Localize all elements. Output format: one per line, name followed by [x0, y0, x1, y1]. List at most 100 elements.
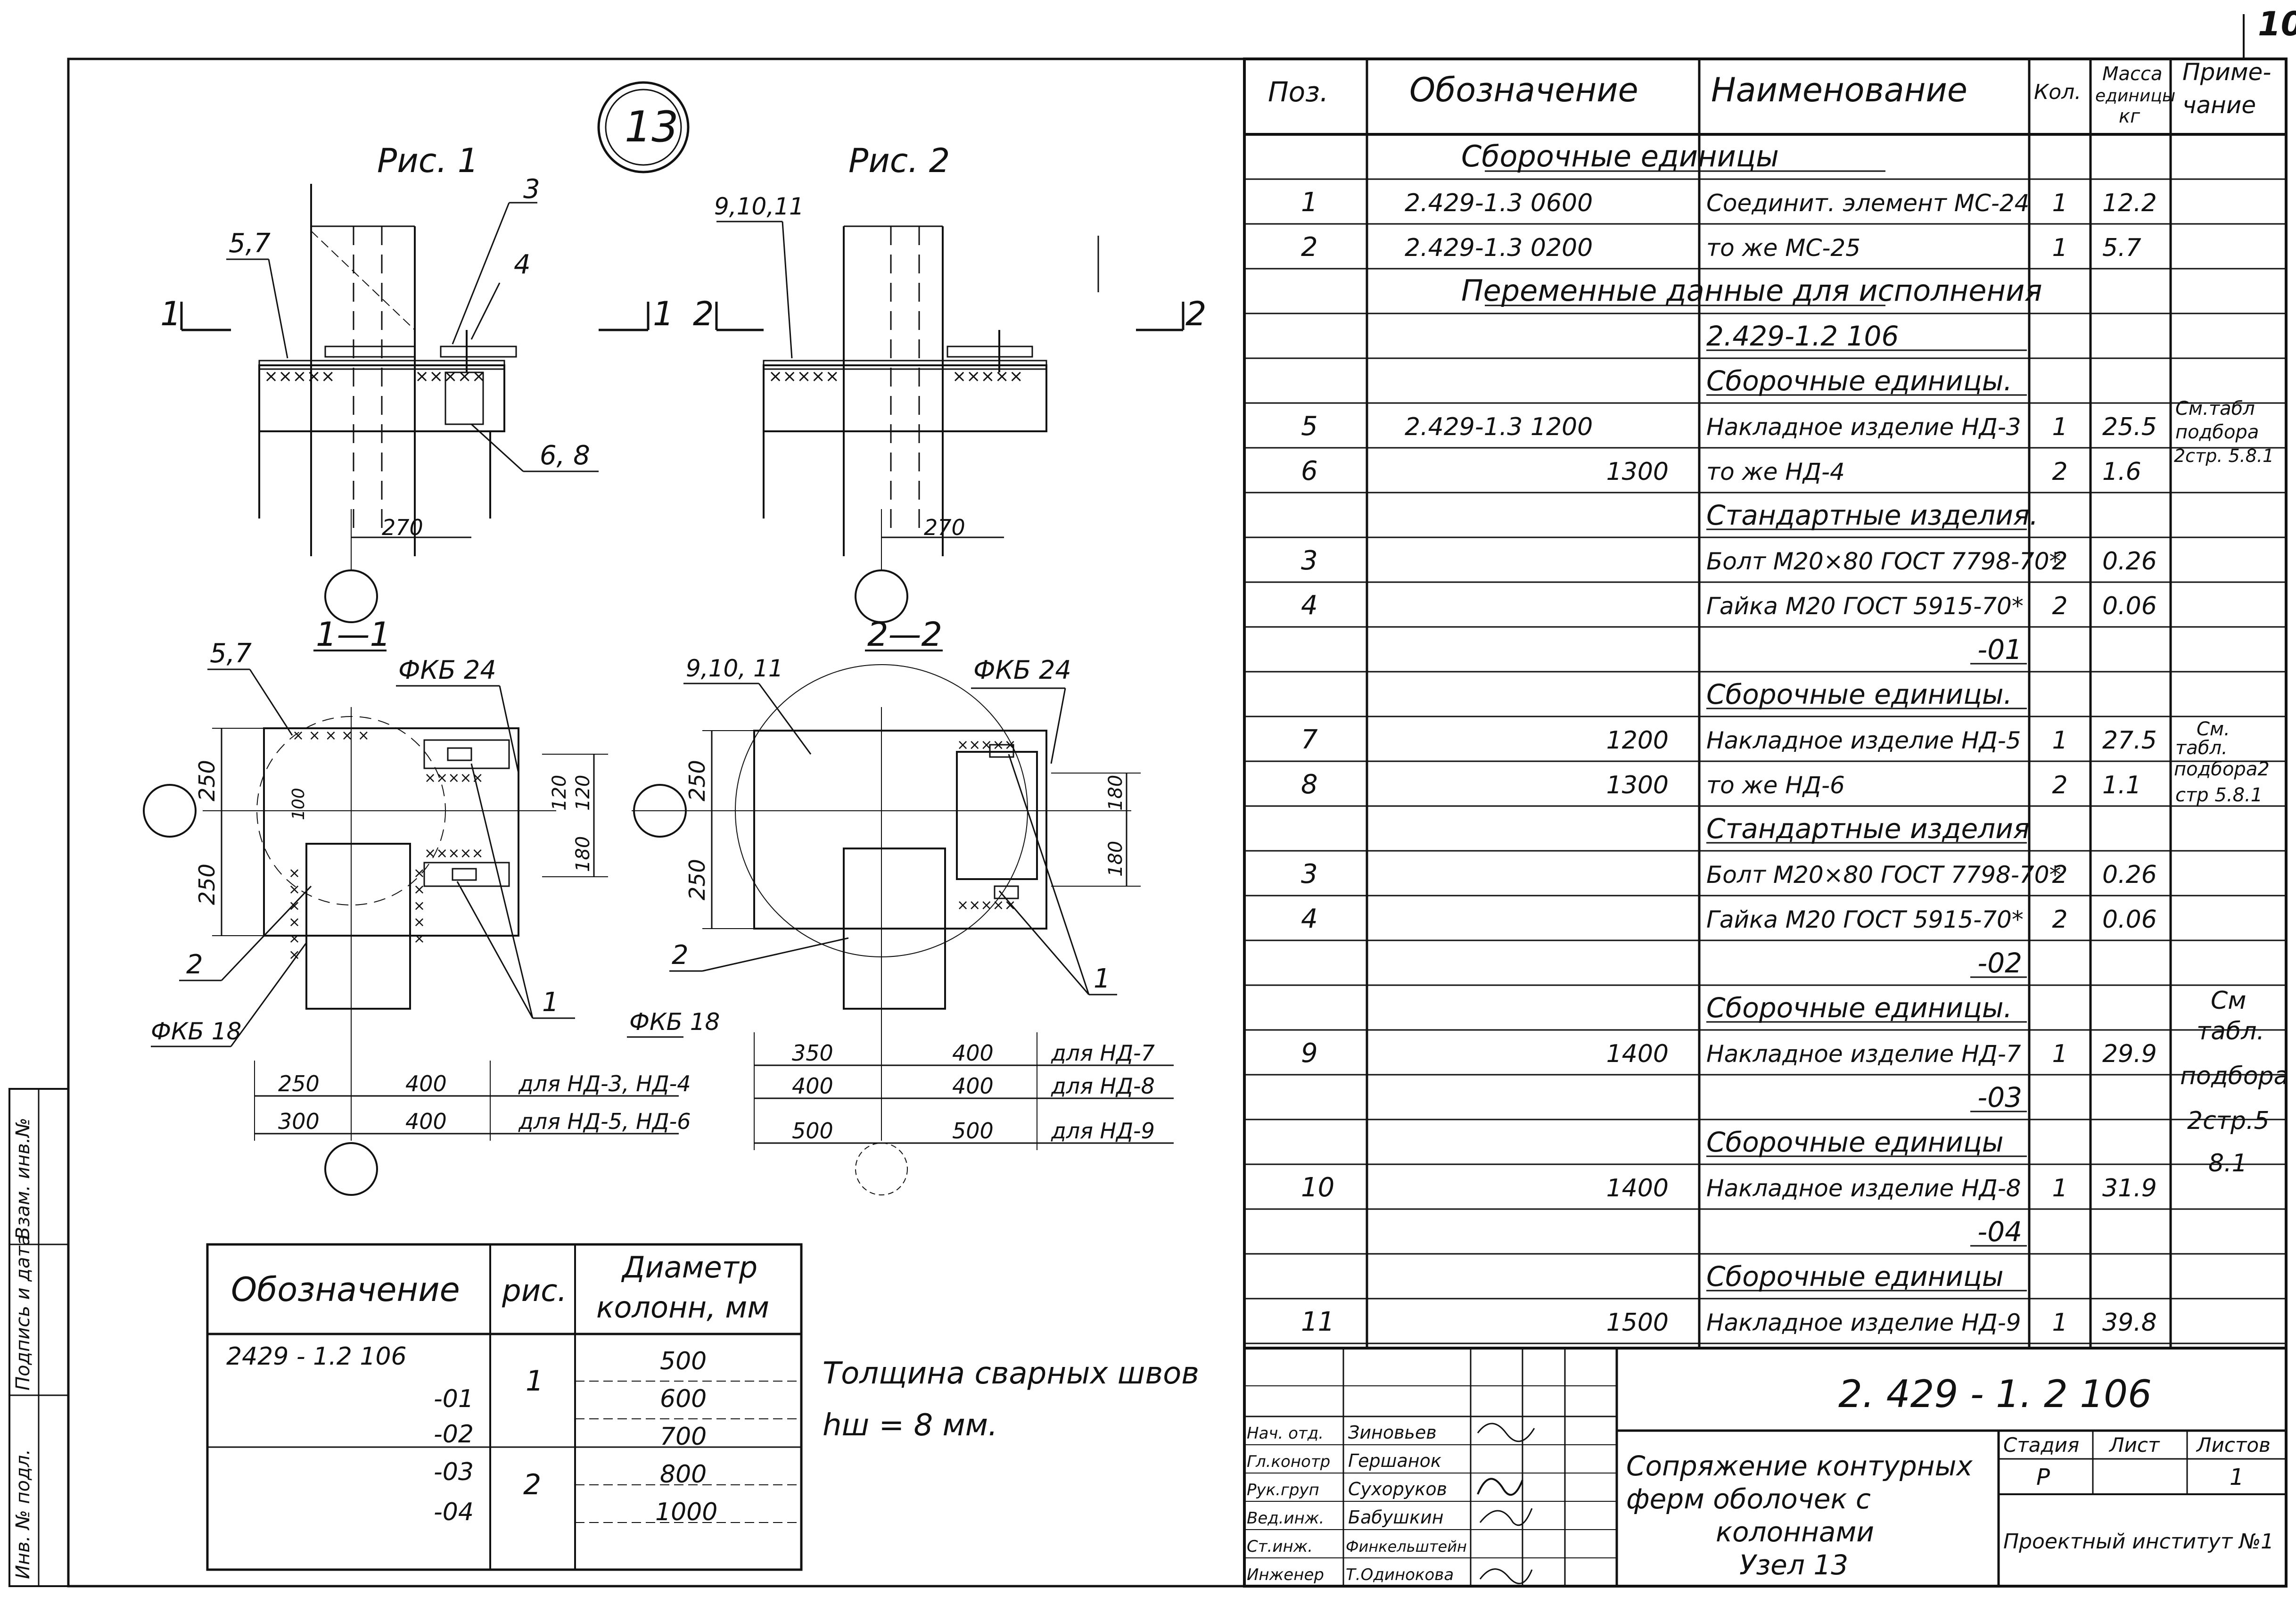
spec-row-pos: 4: [1301, 590, 1318, 621]
spec-row-name: Болт М20×80 ГОСТ 7798-70*: [1706, 548, 2061, 575]
spec-row-designation: 2.429-1.3 1200: [1405, 413, 1593, 441]
drawing-label: 500: [952, 1118, 994, 1144]
vt-row-4-designation: -04: [434, 1498, 474, 1526]
figure-1: Рис. 1 ××××× ××××× 270 5,7 3 4: [160, 141, 674, 623]
strip-replaces-inv: Взам. инв.№: [12, 1118, 34, 1240]
drawing-label: 2стр.5: [2187, 1107, 2270, 1135]
drawing-label: для НД-7: [1051, 1040, 1155, 1066]
drawing-label: 120: [572, 775, 594, 811]
drawing-label: × × × × ×: [292, 727, 370, 744]
spec-row-mass: 0.26: [2102, 861, 2157, 889]
spec-row-section-title: Сборочные единицы.: [1706, 992, 2012, 1024]
spec-row-mass: 29.9: [2102, 1040, 2157, 1068]
drawing-label: ×××××: [768, 367, 839, 386]
spec-row-qty: 1: [2052, 413, 2067, 441]
spec-header-pos: Поз.: [1268, 76, 1328, 108]
drawing-label: × × × × ×: [411, 867, 428, 945]
tb-title-0: Сопряжение контурных: [1626, 1450, 1973, 1482]
spec-row-pos: 9: [1301, 1038, 1318, 1069]
drawing-label: подбора: [2180, 1062, 2289, 1090]
drawing-label: ФКБ 24: [398, 655, 496, 685]
drawing-label: 180: [1105, 841, 1127, 877]
spec-row-name: Накладное изделие НД-3: [1706, 413, 2021, 441]
spec-row-qty: 1: [2052, 234, 2067, 262]
tb-sheets-header: Листов: [2196, 1433, 2271, 1457]
drawing-label: 2: [672, 940, 689, 971]
spec-row-mass: 1.1: [2102, 771, 2141, 799]
spec-row-pos: 2: [1301, 232, 1318, 263]
drawing-label: 250: [194, 760, 220, 801]
spec-row-mass: 39.8: [2102, 1309, 2157, 1337]
spec-row-mass: 31.9: [2102, 1174, 2157, 1202]
drawing-label: 400: [792, 1073, 833, 1099]
spec-row-section-title: Сборочные единицы: [1706, 1260, 2004, 1292]
drawing-label: 5,7: [210, 638, 252, 669]
spec-header-qty: Кол.: [2034, 80, 2081, 104]
spec-row-pos: 8: [1301, 769, 1318, 800]
drawing-label: для НД-9: [1051, 1118, 1155, 1144]
drawing-label: ×××××: [957, 737, 1016, 753]
drawing-label: 1: [653, 295, 674, 333]
tb-name-1: Гершанок: [1348, 1450, 1441, 1471]
vt-row-1-designation: -01: [434, 1385, 474, 1413]
drawing-label: × × × × × ×: [286, 867, 303, 961]
drawing-label: 2стр. 5.8.1: [2174, 445, 2274, 466]
drawing-label: табл.: [2197, 1017, 2264, 1045]
spec-row-pos: 11: [1301, 1307, 1334, 1337]
drawing-label: 1—1: [316, 615, 391, 654]
section-1-1: 1—1 × × × × × ××××× ××××× × × × × × × × …: [143, 615, 720, 1196]
title-block: Нач. отд. Зиновьев Гл.конотр Гершанок Ру…: [1243, 1347, 2288, 1588]
spec-row-mass: 5.7: [2102, 234, 2141, 262]
tb-role-0: Нач. отд.: [1247, 1424, 1324, 1443]
vt-fig-2: 2: [523, 1468, 541, 1501]
weld-note-line1: Толщина сварных швов: [823, 1356, 1199, 1391]
spec-row-qty: 2: [2052, 458, 2067, 486]
spec-header-note1: Приме-: [2182, 58, 2271, 86]
spec-row-qty: 1: [2052, 1040, 2067, 1068]
spec-row-section-title: Стандартные изделия: [1706, 813, 2030, 845]
spec-row-designation: 2.429-1.3 0200: [1405, 234, 1593, 262]
drawing-label: ФКБ 18: [151, 1018, 241, 1045]
drawing-label: 400: [952, 1073, 994, 1099]
drawing-label: подбора2: [2174, 758, 2270, 780]
spec-header-note2: чание: [2182, 91, 2256, 119]
vt-row-3-diam: 800: [660, 1460, 707, 1489]
tb-sheets: 1: [2230, 1464, 2244, 1490]
drawing-label: 270: [382, 515, 423, 540]
strip-signature-date: Подпись и дата: [12, 1235, 34, 1391]
spec-row-mass: 1.6: [2102, 458, 2141, 486]
spec-row-name: Соединит. элемент МС-24: [1706, 189, 2030, 217]
spec-row-mass: 25.5: [2102, 413, 2157, 441]
drawing-label: табл.: [2175, 737, 2228, 759]
drawing-label: стр 5.8.1: [2175, 784, 2263, 806]
spec-row-variant-suffix: -02: [1977, 947, 2022, 979]
tb-role-2: Рук.груп: [1247, 1481, 1319, 1499]
tb-name-4: Финкельштейн: [1346, 1538, 1467, 1556]
vt-fig-1: 1: [526, 1365, 543, 1398]
tb-role-4: Ст.инж.: [1247, 1537, 1313, 1556]
drawing-label: ×××××: [264, 367, 335, 386]
spec-row-pos: 3: [1301, 859, 1318, 889]
drawing-label: 100: [289, 788, 308, 820]
strip-inv-no: Инв. № подл.: [12, 1449, 34, 1579]
dims-left: 250 400 для НД-3, НД-4 300 400 для НД-5,…: [254, 1061, 691, 1141]
left-binding-strip: Инв. № подл. Подпись и дата Взам. инв.№: [8, 1088, 69, 1587]
drawing-label: 9,10, 11: [686, 655, 783, 682]
spec-row-mass: 12.2: [2102, 189, 2157, 217]
drawing-label: 1: [542, 987, 559, 1018]
spec-row-section-title: Сборочные единицы.: [1706, 678, 2012, 710]
drawing-label: См: [2211, 987, 2247, 1015]
drawing-label: ×××××: [952, 367, 1023, 386]
variants-table: Обозначение рис. Диаметр колонн, мм 2429…: [206, 1243, 803, 1571]
drawing-label: 13: [625, 102, 679, 152]
spec-header-mass2: единицы: [2095, 86, 2175, 106]
drawing-label: См.: [2197, 718, 2230, 740]
spec-row-pos: 6: [1301, 456, 1318, 486]
spec-row-name: Гайка М20 ГОСТ 5915-70*: [1706, 593, 2024, 620]
vt-row-4-diam: 1000: [655, 1498, 717, 1526]
fig2-title: Рис. 2: [848, 141, 950, 180]
drawing-label: ФКБ 24: [973, 655, 1071, 685]
spec-header-mass3: кг: [2119, 106, 2140, 127]
vt-row-2-diam: 700: [660, 1423, 707, 1451]
drawing-label: 120: [549, 775, 570, 811]
